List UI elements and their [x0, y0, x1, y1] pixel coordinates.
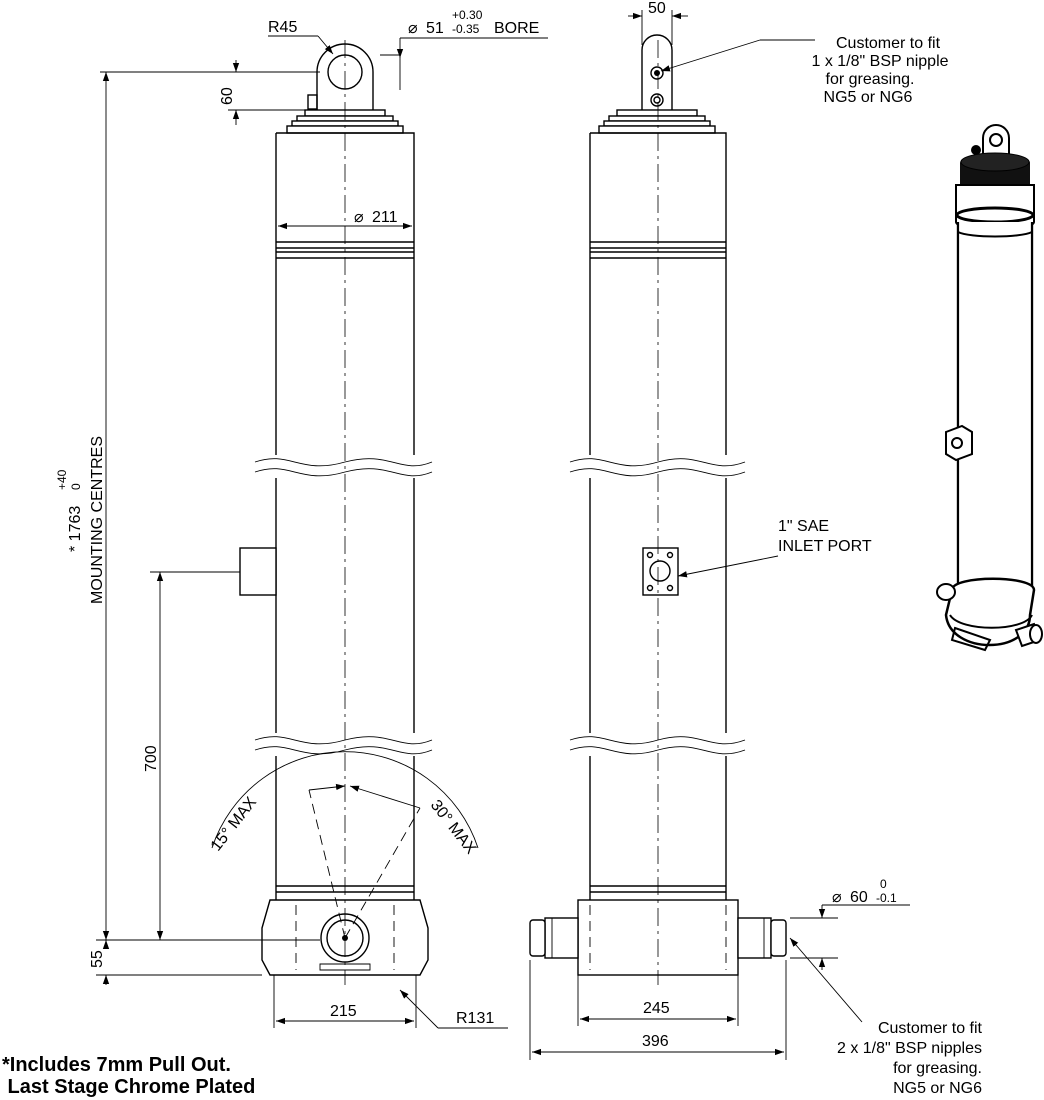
mounting-tol-plus: +40: [55, 469, 69, 490]
front-body: [239, 132, 433, 900]
side-dimensions: 50 ⌀ 60 0 -0.1 245 396: [529, 0, 910, 1060]
mounting-centres-value: * 1763: [67, 506, 84, 552]
side-view: [529, 34, 787, 985]
bore-value: 51: [426, 20, 444, 37]
top-width-label: 50: [648, 0, 666, 17]
svg-text:2 x 1/8" BSP nipples: 2 x 1/8" BSP nipples: [837, 1040, 982, 1057]
eye-radius-label: R45: [268, 19, 297, 36]
svg-text:NG5 or NG6: NG5 or NG6: [893, 1080, 982, 1097]
top-nipple-note: Customer to fit 1 x 1/8" BSP nipple for …: [811, 35, 948, 106]
svg-text:Customer to fit: Customer to fit: [836, 35, 941, 52]
svg-text:INLET PORT: INLET PORT: [778, 538, 872, 555]
svg-text:Customer to fit: Customer to fit: [878, 1020, 983, 1037]
trunnion-diameter-value: 60: [850, 889, 868, 906]
front-dimensions: R45 ⌀ 51 +0.30 -0.35 BORE 60 ⌀ 211 * 176…: [55, 8, 548, 1029]
trunnion-tol-upper: 0: [880, 877, 887, 891]
bore-label: BORE: [494, 20, 539, 37]
inlet-port-flange: [642, 547, 679, 596]
eye-height-label: 60: [219, 87, 236, 105]
bore-diameter-symbol: ⌀: [408, 20, 418, 37]
tilt-arc: [211, 751, 479, 849]
port-height-label: 700: [143, 745, 160, 772]
footnote: *Includes 7mm Pull Out. Last Stage Chrom…: [2, 1054, 255, 1098]
bottom-nipple-note: Customer to fit 2 x 1/8" BSP nipples for…: [837, 1020, 983, 1097]
mounting-centres-label: MOUNTING CENTRES: [89, 436, 106, 604]
cylinder-iso-render: [936, 124, 1043, 652]
body-diameter-value: 211: [372, 209, 398, 226]
bore-tol-plus: +0.30: [452, 8, 483, 22]
bore-tol-minus: -0.35: [452, 22, 480, 36]
side-body: [569, 132, 746, 900]
trunnion-tol-lower: -0.1: [876, 891, 897, 905]
trunnion-diameter-symbol: ⌀: [832, 889, 842, 906]
svg-text:for greasing.: for greasing.: [893, 1060, 982, 1077]
right-trunnion: [737, 917, 787, 959]
svg-text:Last Stage Chrome Plated: Last Stage Chrome Plated: [2, 1076, 255, 1098]
base-width-side-label: 245: [643, 1000, 670, 1017]
mounting-tol-minus: 0: [69, 483, 83, 490]
overall-width-label: 396: [642, 1033, 669, 1050]
angle-right-label: 30° MAX: [427, 797, 480, 858]
base-offset-label: 55: [89, 950, 106, 968]
base-width-front-label: 215: [330, 1003, 357, 1020]
side-eye: [641, 34, 673, 110]
front-inlet-block: [239, 547, 277, 596]
svg-text:1 x 1/8" BSP nipple: 1 x 1/8" BSP nipple: [811, 53, 948, 70]
svg-text:for greasing.: for greasing.: [826, 71, 915, 88]
inlet-port-note: 1" SAE INLET PORT: [778, 518, 872, 555]
base-radius-label: R131: [456, 1010, 494, 1027]
front-eye: [307, 43, 374, 110]
angle-left-label: 15° MAX: [208, 794, 261, 855]
side-head-cap: [598, 109, 716, 134]
left-trunnion: [529, 917, 579, 959]
body-diameter-symbol: ⌀: [354, 209, 364, 226]
svg-text:1" SAE: 1" SAE: [778, 518, 829, 535]
svg-text:NG5 or NG6: NG5 or NG6: [824, 89, 913, 106]
front-view: [211, 40, 479, 985]
svg-text:*Includes 7mm Pull Out.: *Includes 7mm Pull Out.: [2, 1054, 231, 1076]
